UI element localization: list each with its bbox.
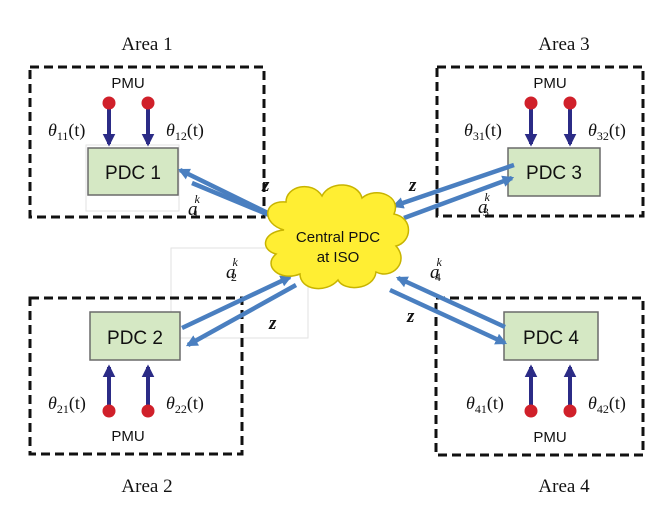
theta-label-left: θ11(t) [48, 120, 85, 143]
link-arrow-to-pdc [389, 287, 508, 346]
link-arrow-to-central [181, 274, 293, 331]
pmu-dot-icon [524, 96, 538, 110]
pdc-label: PDC 1 [105, 163, 161, 184]
theta-label-right: θ42(t) [588, 393, 626, 416]
pmu-dot-icon [102, 404, 116, 418]
pmu-dot-icon [563, 96, 577, 110]
link-arrow-to-central [391, 162, 515, 209]
link-arrow-to-pdc [403, 175, 515, 221]
pmu-label: PMU [111, 428, 144, 445]
pmu-label: PMU [533, 75, 566, 92]
pdc-box [507, 147, 601, 197]
pdc-label: PDC 3 [526, 163, 582, 184]
pmu-dot-icon [524, 404, 538, 418]
pmu-label: PMU [111, 75, 144, 92]
theta-label-left: θ21(t) [48, 393, 86, 416]
area-2: PDC 2 θ21(t) θ22(t) PMU Area 2 [28, 296, 244, 497]
pdc-label: PDC 2 [107, 328, 163, 349]
pdc-box [89, 311, 181, 361]
area-title: Area 4 [538, 476, 590, 497]
theta-label-left: θ41(t) [466, 393, 504, 416]
link-label-z: z [261, 175, 270, 196]
pdc-label: PDC 4 [523, 328, 579, 349]
theta-label-right: θ32(t) [588, 120, 626, 143]
pmu-dot-icon [563, 404, 577, 418]
area-title: Area 2 [121, 476, 172, 497]
area-border [28, 65, 266, 219]
area-4: PDC 4 θ41(t) θ42(t) PMU Area 4 [434, 296, 645, 497]
pmu-dot-icon [141, 404, 155, 418]
area-title: Area 3 [538, 34, 589, 55]
area-border [434, 296, 645, 457]
link-arrow-to-pdc [185, 283, 298, 347]
cloud-icon [264, 184, 410, 290]
area-title: Area 1 [121, 34, 172, 55]
central-label-line1: Central PDC [296, 229, 380, 246]
theta-label-right: θ22(t) [166, 393, 204, 416]
link-arrow-to-central [395, 275, 506, 330]
pdc-box [87, 147, 179, 196]
theta-label-left: θ31(t) [464, 120, 502, 143]
link-label-z: z [268, 313, 277, 334]
central-pdc-cloud: Central PDC at ISO [264, 184, 410, 290]
faint-box-2 [170, 247, 309, 339]
area-3: Area 3 PMU θ31(t) θ32(t) PDC 3 [435, 34, 645, 218]
pmu-label: PMU [533, 429, 566, 446]
link-arrow-to-pdc [177, 167, 275, 219]
link-label-z: z [406, 306, 415, 327]
area-border [28, 296, 244, 456]
area-1: Area 1 PMU θ11(t) θ12(t) PDC 1 [28, 34, 266, 219]
central-label-line2: at ISO [317, 249, 360, 266]
pmu-dot-icon [141, 96, 155, 110]
theta-label-right: θ12(t) [166, 120, 204, 143]
area-border [435, 65, 645, 218]
link-label-z: z [408, 175, 417, 196]
pmu-dot-icon [102, 96, 116, 110]
links [177, 162, 515, 347]
